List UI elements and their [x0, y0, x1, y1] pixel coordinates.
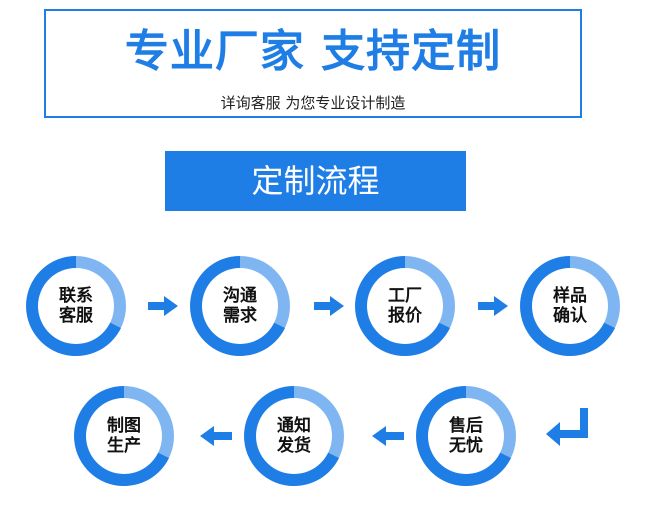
header-banner: 专业厂家 支持定制 详询客服 为您专业设计制造 [44, 9, 582, 118]
step-communicate-needs: 沟通需求 [188, 254, 292, 358]
subline: 详询客服 为您专业设计制造 [220, 94, 406, 112]
ring-icon [26, 256, 126, 356]
step-sample-confirm: 样品确认 [518, 254, 622, 358]
step-label: 制图生产 [107, 416, 141, 456]
step-contact-service: 联系客服 [24, 254, 128, 358]
arrow-right-icon [148, 296, 178, 316]
step-label: 样品确认 [553, 286, 587, 326]
arrow-turn-down-left-icon [546, 408, 588, 446]
step-label: 工厂报价 [388, 286, 422, 326]
step-label: 通知发货 [277, 416, 311, 456]
arrow-left-icon [372, 426, 404, 446]
step-label: 联系客服 [59, 286, 93, 326]
arrow-left-icon [200, 426, 232, 446]
ring-icon [244, 386, 344, 486]
step-factory-quote: 工厂报价 [353, 254, 457, 358]
arrow-right-icon [314, 296, 344, 316]
section-title: 定制流程 [165, 151, 466, 211]
ring-icon [190, 256, 290, 356]
step-label: 沟通需求 [223, 286, 257, 326]
step-notify-ship: 通知发货 [242, 384, 346, 488]
step-drawing-production: 制图生产 [72, 384, 176, 488]
ring-icon [416, 386, 516, 486]
arrow-right-icon [478, 296, 508, 316]
headline: 专业厂家 支持定制 [124, 26, 502, 77]
ring-icon [355, 256, 455, 356]
ring-icon [74, 386, 174, 486]
step-label: 售后无忧 [449, 416, 483, 456]
ring-icon [520, 256, 620, 356]
step-after-sales: 售后无忧 [414, 384, 518, 488]
